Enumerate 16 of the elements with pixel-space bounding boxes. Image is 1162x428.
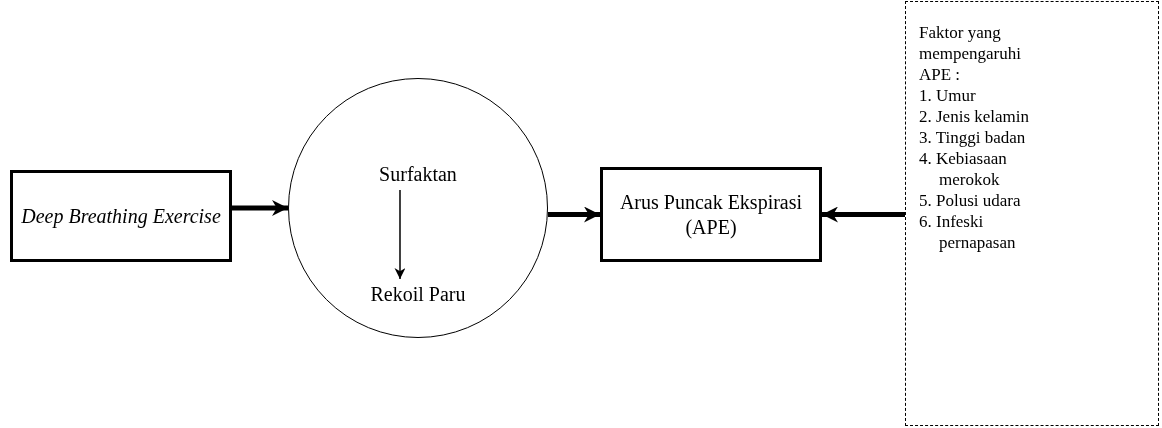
- dashed-panel: [905, 1, 1159, 426]
- list-item: 5. Polusi udara: [919, 190, 1022, 211]
- arrow: [394, 189, 406, 280]
- list-item: 3. Tinggi badan: [919, 127, 1027, 148]
- process-box: Deep Breathing Exercise: [10, 170, 232, 262]
- arrow: [548, 206, 600, 223]
- node-label: Rekoil Paru: [370, 283, 466, 306]
- arrow: [232, 200, 288, 216]
- list-item: 1. Umur: [919, 85, 977, 106]
- panel-heading: Faktor yang mempengaruhi APE :: [919, 22, 1022, 85]
- list-item: 2. Jenis kelamin: [919, 106, 1030, 127]
- arrow: [822, 206, 905, 223]
- list-item: 6. Infeski pernapasan: [919, 211, 1017, 253]
- process-box: Arus Puncak Ekspirasi (APE): [600, 167, 822, 262]
- node-label: Surfaktan: [379, 163, 457, 186]
- list-item: 4. Kebiasaan merokok: [919, 148, 1008, 190]
